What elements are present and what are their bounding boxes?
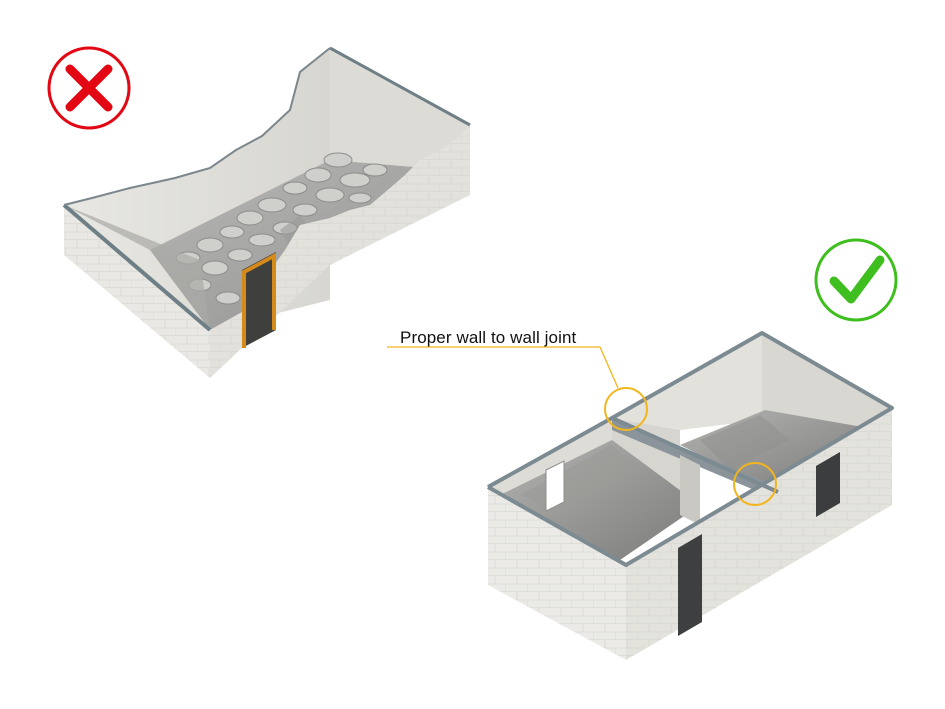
callout-leader-line [599,346,619,389]
collapsed-room-illustration [62,46,471,378]
check-mark-icon [814,238,898,322]
door-frame [242,252,276,348]
cross-mark-icon [47,46,131,130]
joint-callout [387,346,777,506]
joint-highlight-circle-1 [604,387,648,431]
proper-house-illustration [487,331,894,660]
callout-label: Proper wall to wall joint [400,328,577,347]
joint-highlight-circle-2 [733,462,777,506]
